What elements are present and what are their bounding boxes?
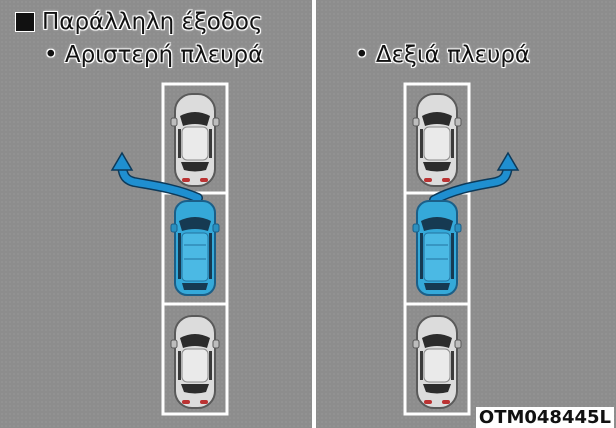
left-side-exit-panel: Παράλληλη έξοδος • Αριστερή πλευρά (0, 0, 312, 428)
left-side-label: • Αριστερή πλευρά (44, 42, 263, 68)
section-heading: Παράλληλη έξοδος (16, 9, 263, 35)
parked-car-icon (171, 316, 219, 408)
right-side-label: • Δεξιά πλευρά (355, 42, 530, 68)
right-side-exit-panel: • Δεξιά πλευρά (316, 0, 616, 428)
parked-car-icon (171, 94, 219, 186)
parked-car-icon (413, 316, 461, 408)
parked-car-icon (413, 94, 461, 186)
figure-code: OTM048445L (476, 407, 614, 428)
heading-square-icon (16, 13, 34, 31)
moving-car-icon (413, 201, 461, 295)
heading-text: Παράλληλη έξοδος (42, 9, 263, 35)
moving-car-icon (171, 201, 219, 295)
